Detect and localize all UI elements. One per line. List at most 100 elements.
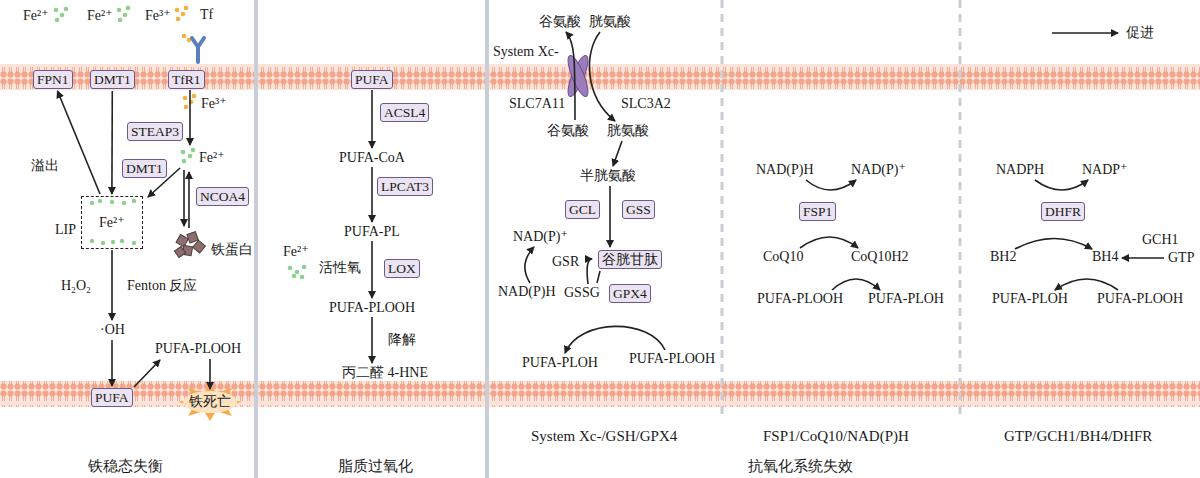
- legend-arrow: [1052, 32, 1118, 34]
- pathway-label: 活性氧: [319, 260, 361, 276]
- system-xc-transporter: [564, 53, 592, 98]
- pathway-label: PUFA-PLOOH: [629, 351, 715, 367]
- node-text: DMT1: [126, 161, 163, 176]
- pathway-label: 铁蛋白: [211, 242, 253, 258]
- panel-title: System Xc-/GSH/GPX4: [531, 428, 677, 445]
- panel-divider: [256, 0, 960, 478]
- panel-divider: [959, 0, 962, 420]
- pathway-arrow: [1055, 279, 1118, 290]
- pathway-arrow: [587, 259, 592, 284]
- pathway-label: CoQ10H2: [851, 249, 909, 265]
- pathway-arrow: [111, 250, 113, 320]
- panel-title: 抗氧化系统失效: [748, 458, 853, 475]
- pathway-arrow: [565, 326, 665, 353]
- pathway-arrow: [800, 237, 858, 248]
- iron-dots: [175, 8, 180, 13]
- panel-divider: [254, 0, 258, 478]
- pathway-label: PUFA-PL: [344, 224, 400, 240]
- pathway-label: Fe³⁺: [145, 8, 171, 24]
- pathway-label: ·OH: [100, 322, 125, 338]
- iron-dots: [90, 239, 94, 243]
- pathway-arrow: [371, 317, 373, 363]
- iron-dots: [54, 6, 307, 280]
- panel-title: GTP/GCH1/BH4/DHFR: [1004, 428, 1152, 445]
- pathway-label: NAD(P)⁺: [851, 162, 906, 178]
- system-xc-transporter: [564, 53, 592, 98]
- protein-box: STEAP3: [127, 122, 183, 141]
- protein-box: NCOA4: [196, 187, 249, 206]
- pathway-arrow: [134, 360, 160, 387]
- pathway-label: 半胱氨酸: [580, 168, 636, 184]
- ferritin-icon: [174, 246, 185, 257]
- pathway-arrow: [111, 340, 113, 386]
- pathway-arrow: [832, 279, 880, 290]
- panel-divider: [485, 0, 489, 478]
- pathway-label: 溢出: [31, 158, 59, 174]
- node-text: FSP1: [803, 204, 832, 219]
- iron-dots: [117, 8, 122, 13]
- protein-box: GCL: [565, 200, 600, 219]
- iron-dots: [132, 241, 136, 245]
- pathway-label: PUFA-PLOOH: [329, 300, 415, 316]
- pathway-label: GSSG: [564, 285, 600, 301]
- node-text: GCL: [569, 202, 596, 217]
- pathway-arrow: [589, 32, 615, 121]
- iron-dots: [122, 201, 126, 205]
- iron-dots: [132, 199, 136, 203]
- cell-membrane: [0, 64, 1200, 90]
- pathway-label: System Xc-: [493, 44, 559, 60]
- pathway-label: PUFA-CoA: [339, 150, 405, 166]
- node-text: DHFR: [1045, 204, 1081, 219]
- protein-box: DHFR: [1041, 202, 1085, 221]
- iron-dots: [182, 34, 187, 39]
- protein-box: GPX4: [609, 284, 651, 303]
- pathway-label: PUFA-PLOH: [992, 291, 1068, 307]
- protein-box: FPN1: [33, 70, 73, 89]
- ferritin-icon: [187, 232, 199, 244]
- iron-dots: [176, 17, 181, 22]
- ferritin-icon: [176, 235, 188, 247]
- pathway-label: H₂O₂: [61, 278, 91, 294]
- pathway-arrow: [371, 167, 373, 222]
- pathway-connector: [58, 91, 101, 194]
- pathway-arrow: [183, 170, 185, 226]
- pathway-arrow: [189, 90, 191, 145]
- iron-dots: [191, 148, 196, 153]
- pathway-label: NADP⁺: [1082, 162, 1128, 178]
- iron-dots: [292, 274, 297, 279]
- pathway-label: PUFA-PLOH: [522, 355, 598, 371]
- pathway-arrow: [525, 247, 534, 283]
- ferritin-icon: [193, 240, 206, 253]
- protein-box: LOX: [384, 259, 420, 278]
- iron-dots: [126, 6, 131, 11]
- pathway-arrow: [806, 180, 856, 190]
- iron-dots: [181, 150, 186, 155]
- node-text: Fe²⁺: [99, 215, 125, 230]
- iron-dots: [110, 200, 114, 204]
- ferroptosis-burst: [183, 391, 237, 413]
- protein-box: PUFA: [91, 388, 133, 407]
- panel-title: FSP1/CoQ10/NAD(P)H: [763, 428, 909, 445]
- protein-box: FSP1: [799, 202, 836, 221]
- pathway-label: GSR: [552, 254, 579, 270]
- pathway-label: BH2: [990, 249, 1016, 265]
- iron-dots: [120, 239, 124, 243]
- pathway-label: Fe²⁺: [283, 244, 309, 260]
- pathway-label: NAD(P)H: [498, 284, 556, 300]
- pathway-label: PUFA-PLOOH: [155, 341, 241, 357]
- ferritin-icon: [174, 232, 205, 258]
- iron-dots: [118, 18, 123, 23]
- pathway-label: 胱氨酸: [589, 14, 631, 30]
- iron-dots: [54, 6, 307, 280]
- pathway-arrow: [112, 32, 1164, 389]
- pathway-label: Tf: [200, 7, 213, 23]
- pathway-label: Fe²⁺: [87, 8, 113, 24]
- pathway-label: 谷氨酸: [547, 123, 589, 139]
- cell-membrane: [0, 64, 1200, 407]
- pathway-label: 谷氨酸: [539, 14, 581, 30]
- pathway-label: NAD(P)H: [756, 162, 814, 178]
- pathway-arrow: [566, 32, 575, 120]
- iron-dots: [60, 13, 65, 18]
- pool-label: LIP: [55, 221, 76, 238]
- pathway-label: Fenton 反应: [127, 278, 197, 294]
